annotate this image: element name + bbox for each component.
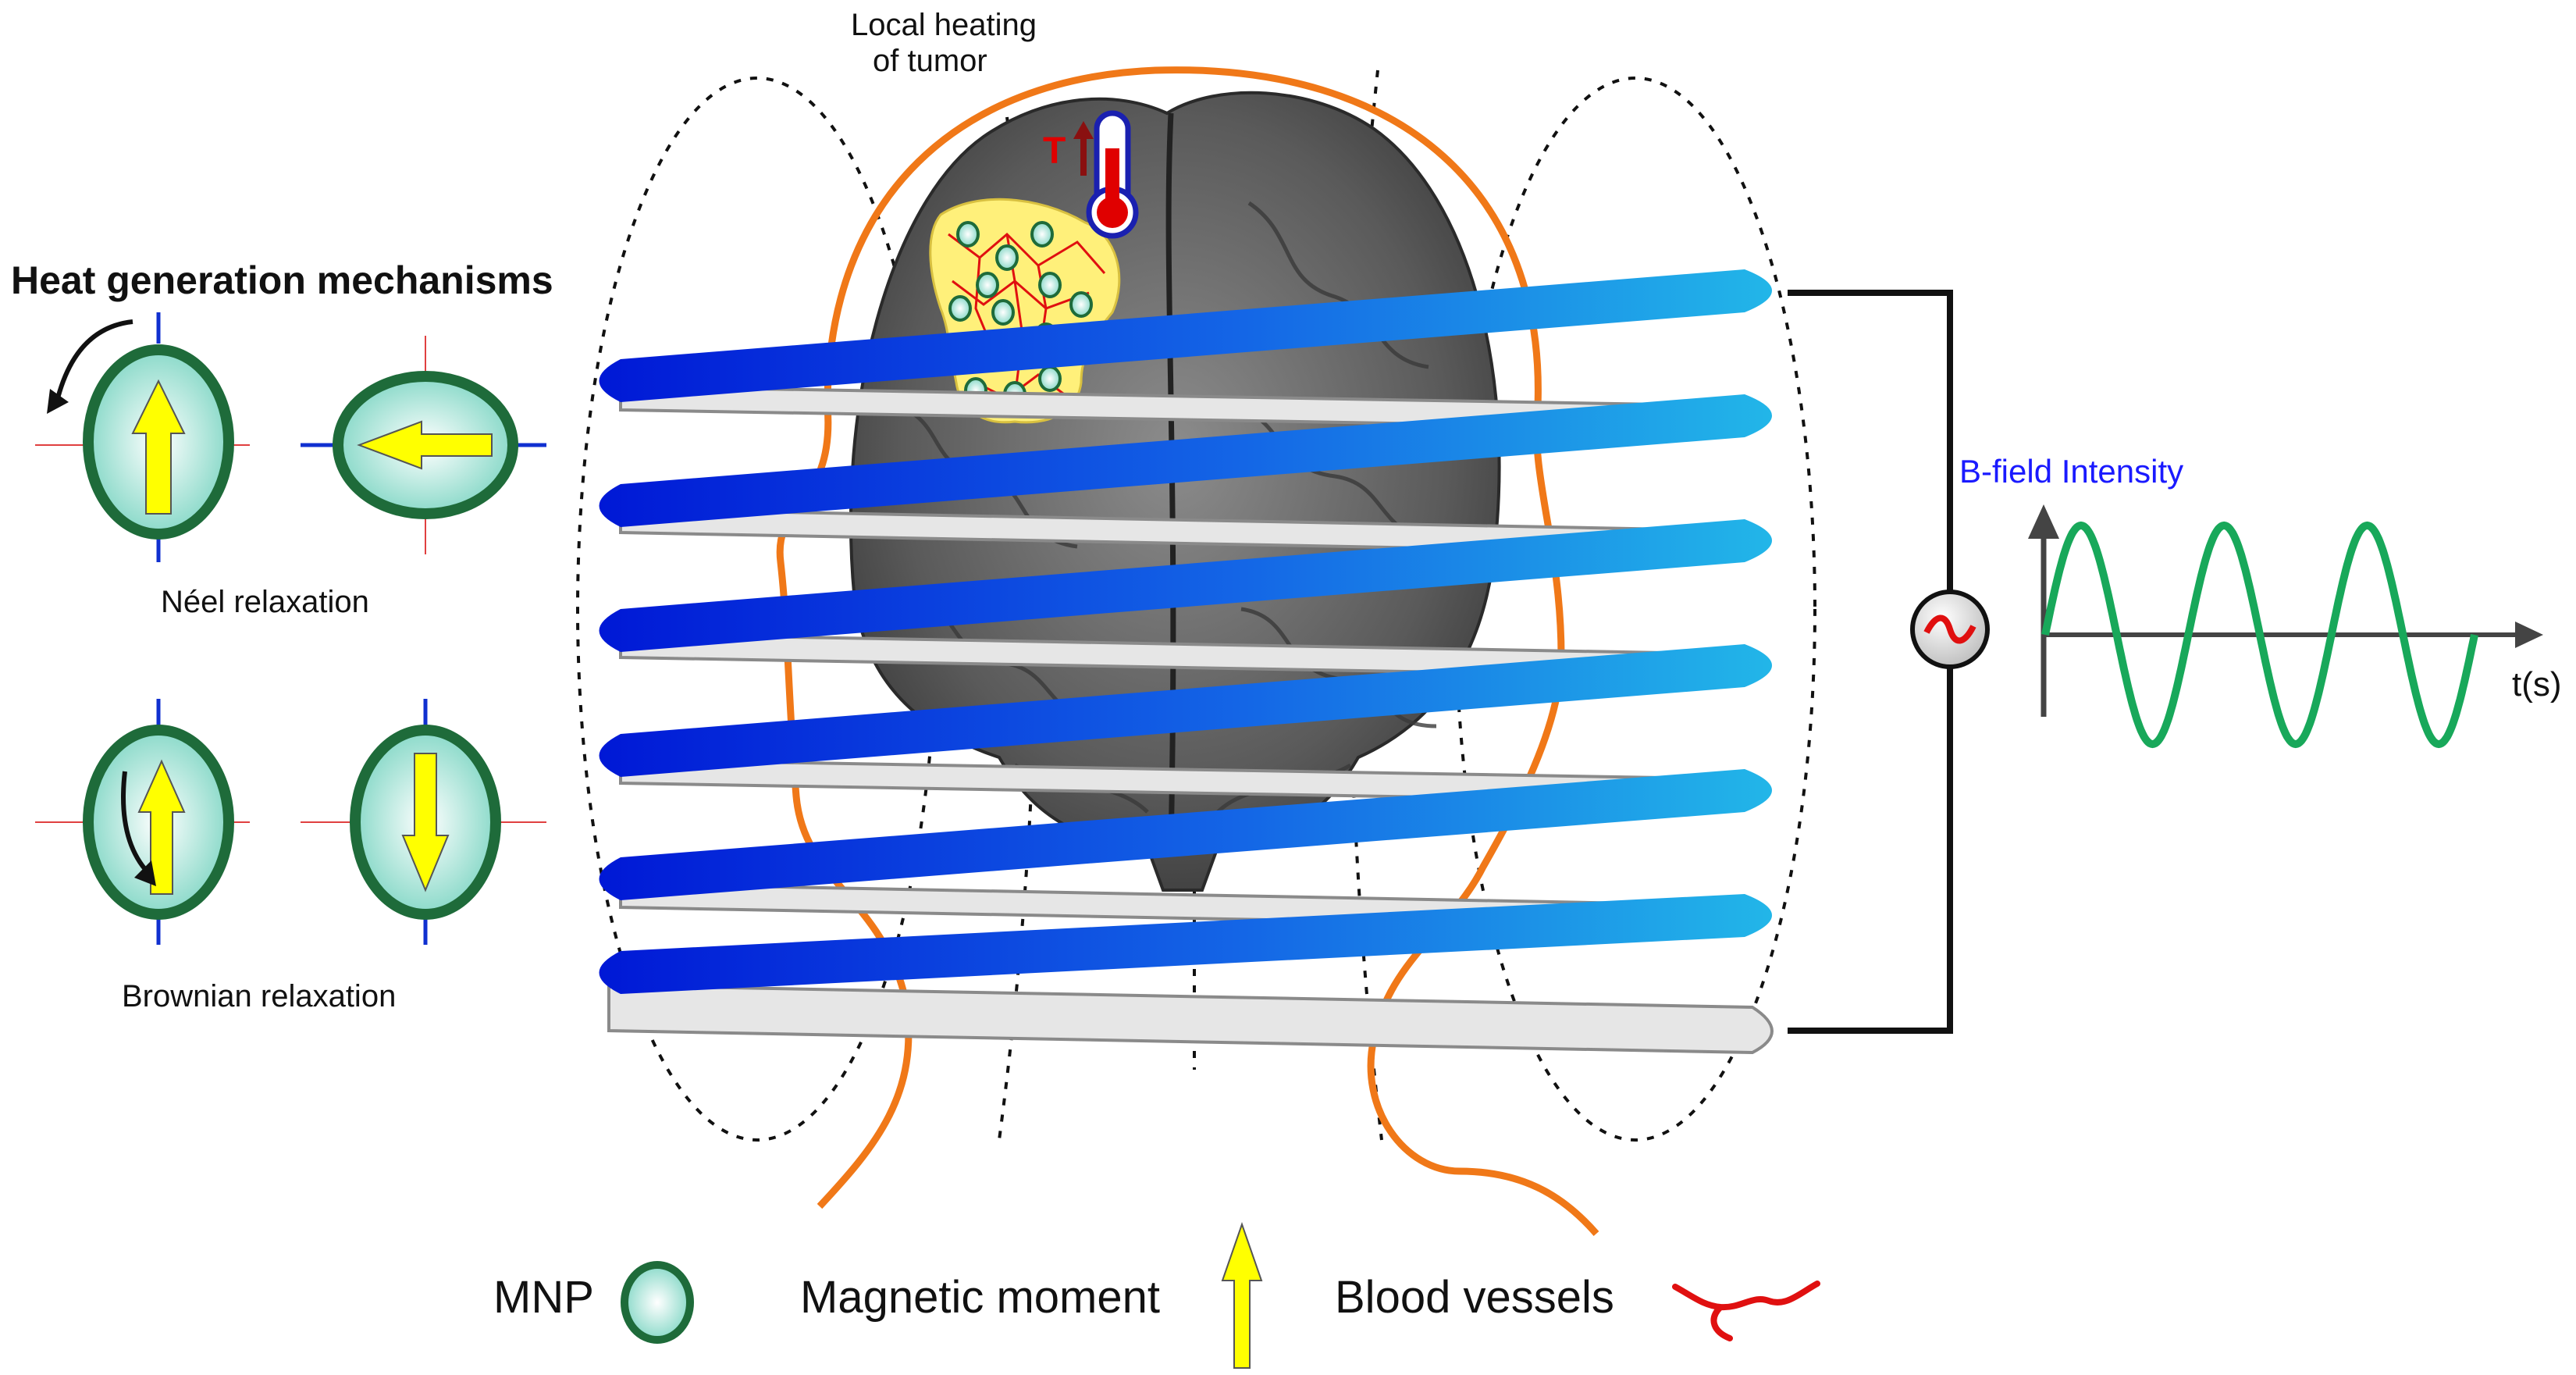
coil-turn-4 (599, 644, 1772, 777)
brownian-mnp-flipped (301, 699, 546, 945)
coil-turn-6 (599, 894, 1772, 994)
neel-mnp-horizontal (301, 336, 546, 554)
brownian-relaxation-label: Brownian relaxation (122, 979, 397, 1013)
induction-coil (599, 269, 1772, 994)
temperature-rise-arrow-icon (1073, 121, 1094, 176)
brownian-mnp-rotating (35, 699, 250, 945)
rotation-arrow-icon (121, 771, 151, 875)
b-field-axis-label: B-field Intensity (1959, 453, 2184, 490)
legend-magnetic-moment-label: Magnetic moment (800, 1272, 1160, 1323)
temperature-symbol: T (1043, 130, 1066, 172)
legend-blood-vessels-label: Blood vessels (1335, 1272, 1614, 1323)
b-field-plot (2028, 504, 2543, 749)
blood-vessel-icon (1672, 1281, 1820, 1341)
legend-mnp-label: MNP (493, 1272, 594, 1323)
coil-turn-2 (599, 394, 1772, 527)
page-title: Heat generation mechanisms (11, 258, 553, 302)
magnetic-moment-arrow-icon (1221, 1221, 1263, 1369)
coil-turn-1 (599, 269, 1772, 402)
coil-turn-3 (599, 519, 1772, 652)
ac-source-icon (1910, 590, 1990, 669)
time-axis-label: t(s) (2512, 665, 2562, 704)
coil-turn-5 (599, 769, 1772, 900)
brownian-relaxation-panel (35, 699, 546, 945)
magnetic-moment-arrow-icon (131, 379, 186, 515)
neel-relaxation-panel (35, 312, 546, 562)
b-field-sine-wave (2041, 521, 2478, 749)
neel-mnp-vertical (35, 312, 250, 562)
mnp-icon (621, 1261, 694, 1344)
magnetic-moment-arrow-icon (401, 753, 450, 892)
rotation-arrow-icon (54, 319, 133, 405)
local-heating-label-line1: Local heating (851, 8, 1037, 42)
magnetic-moment-arrow-icon (357, 420, 493, 470)
local-heating-label-line2: of tumor (873, 44, 987, 78)
tumor-mnp-cluster (948, 221, 1093, 408)
thermometer-icon (1086, 110, 1139, 239)
coil-circuit (1788, 290, 1953, 1034)
magnetic-moment-arrow-icon (137, 759, 186, 895)
neel-relaxation-label: Néel relaxation (161, 585, 369, 619)
